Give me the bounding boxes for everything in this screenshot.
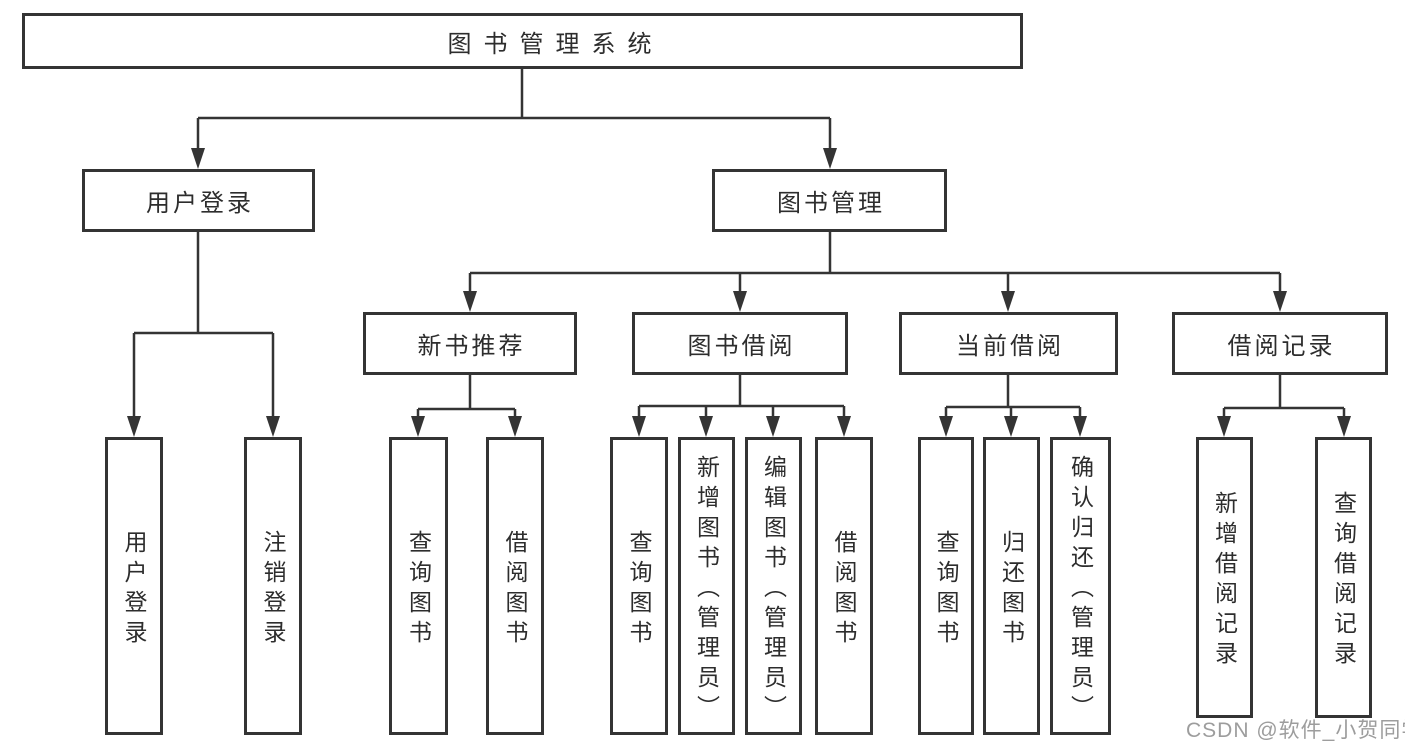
leaf-query-books-borrow: 查询图书 (610, 437, 668, 735)
leaf-confirm-return-admin: 确认归还（管理员） (1050, 437, 1111, 735)
leaf-edit-books-admin: 编辑图书（管理员） (745, 437, 802, 735)
node-book-management: 图书管理 (712, 169, 947, 232)
node-root: 图书管理系统 (22, 13, 1023, 69)
leaf-query-books-current: 查询图书 (918, 437, 974, 735)
leaf-user-login: 用户登录 (105, 437, 163, 735)
node-borrow-records: 借阅记录 (1172, 312, 1388, 375)
leaf-return-books: 归还图书 (983, 437, 1040, 735)
leaf-query-books-recommend: 查询图书 (389, 437, 448, 735)
node-book-borrow: 图书借阅 (632, 312, 848, 375)
leaf-query-borrow-record: 查询借阅记录 (1315, 437, 1372, 718)
node-current-borrow: 当前借阅 (899, 312, 1118, 375)
node-new-book-recommend: 新书推荐 (363, 312, 577, 375)
leaf-borrow-books: 借阅图书 (815, 437, 873, 735)
leaf-add-books-admin: 新增图书（管理员） (678, 437, 735, 735)
csdn-watermark: CSDN @软件_小贺同学 (1186, 719, 1405, 742)
leaf-add-borrow-record: 新增借阅记录 (1196, 437, 1253, 718)
leaf-borrow-books-recommend: 借阅图书 (486, 437, 544, 735)
node-user-login: 用户登录 (82, 169, 315, 232)
leaf-logout: 注销登录 (244, 437, 302, 735)
